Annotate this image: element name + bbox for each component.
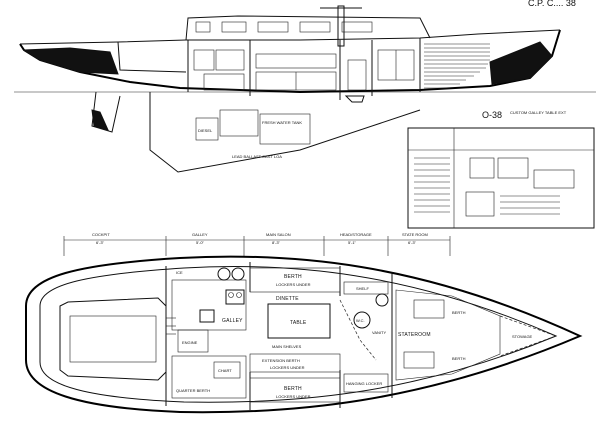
port-light — [195, 21, 211, 33]
section-name-head: HEAD/STORAGE — [340, 232, 372, 237]
engine-box-label: ENGINE — [182, 340, 198, 345]
bow-boot-stripe — [489, 41, 553, 85]
berth-bottom — [249, 377, 341, 403]
stove — [225, 289, 245, 305]
icebox-label: ICE — [176, 270, 183, 275]
galley-counter — [171, 279, 247, 331]
cockpit-sole — [69, 315, 157, 363]
lockers-bottom-label: LOCKERS UNDER — [276, 394, 311, 399]
section-dim-cockpit: 6'-3" — [96, 240, 105, 245]
shelf-head — [343, 281, 389, 295]
cockpit — [59, 297, 167, 381]
vanity-basin — [375, 293, 389, 307]
berth-fwd-bottom-label: BERTH — [452, 356, 466, 361]
v-berth — [395, 289, 501, 381]
head-label: W.C. — [356, 318, 365, 323]
drawing-title: O-38 — [482, 110, 502, 120]
inset-section-view — [407, 127, 595, 229]
fwd-locker — [403, 351, 435, 369]
engine-box — [195, 117, 219, 141]
cockpit-well — [117, 41, 187, 73]
galley-sink — [199, 309, 215, 323]
table-label: TABLE — [290, 320, 307, 326]
rudder — [91, 91, 121, 133]
sheer-line — [19, 29, 561, 45]
companionway-swing — [339, 299, 377, 361]
head-toilet — [353, 311, 371, 329]
profile-note-right: CUSTOM GALLEY TABLE EXT — [510, 110, 567, 115]
shelf-label: SHELF — [356, 286, 369, 291]
section-name-cockpit: COCKPIT — [92, 232, 110, 237]
section-dim-galley: 5'-0" — [196, 240, 205, 245]
dinette-label: DINETTE — [276, 296, 299, 302]
lockers-bottom-extension: LOCKERS UNDER — [270, 365, 305, 370]
corner-caption: C.P. C.... 38 — [528, 0, 576, 8]
stern-boot-stripe — [22, 47, 119, 75]
main-shelf-label: MAIN SHELVES — [272, 344, 302, 349]
icebox-lid — [231, 267, 245, 281]
burner-icon — [228, 292, 234, 298]
port-light — [341, 21, 373, 33]
bow-cabin-hatching — [424, 43, 490, 89]
section-dimension-strip: COCKPIT 6'-3" GALLEY 5'-0" MAIN SALON 8'… — [63, 232, 451, 256]
hanging-locker-label: HANGING LOCKER — [346, 381, 382, 386]
section-dim-head: 5'-1" — [348, 240, 357, 245]
rudder-heel — [91, 109, 109, 131]
chart-label: CHART — [218, 368, 232, 373]
galley-label: GALLEY — [222, 318, 243, 324]
hull-profile-view: DIESEL FRESH WATER TANK LEAD BALLAST CAS… — [14, 0, 596, 173]
dinette-table — [267, 303, 331, 339]
port-light — [221, 21, 247, 33]
inset-frame — [407, 127, 595, 229]
section-dim-main-salon: 8'-3" — [272, 240, 281, 245]
extension-berth — [249, 353, 341, 373]
engine-note: DIESEL — [198, 128, 213, 133]
interior-bulkheads — [187, 38, 421, 100]
water-tank-note: FRESH WATER TANK — [262, 120, 302, 125]
icebox-lid — [217, 267, 231, 281]
plan-hull-outline — [25, 255, 583, 414]
companionway-steps — [166, 317, 176, 335]
stowage-label: STOWAGE — [512, 334, 533, 339]
extension-berth-label: EXTENSION BERTH — [262, 358, 300, 363]
fwd-hatch — [413, 299, 445, 319]
ballast-box — [259, 113, 311, 145]
interior-furniture — [193, 49, 415, 103]
mast-step — [337, 5, 345, 47]
section-name-stateroom: STATE ROOM — [402, 232, 428, 237]
lockers-top-label: LOCKERS UNDER — [276, 282, 311, 287]
chart-table — [213, 361, 241, 379]
accommodation-plan-view: GALLEY ICE BERTH LOCKERS UNDER DINETTE T… — [25, 255, 583, 414]
berth-top — [249, 267, 341, 293]
burner-icon — [236, 292, 242, 298]
vanity-label: VANITY — [372, 330, 386, 335]
berth-top-label: BERTH — [284, 274, 302, 280]
hanging-locker — [343, 373, 389, 393]
stateroom-label: STATEROOM — [398, 332, 431, 338]
plan-deck-line — [39, 266, 558, 403]
section-name-galley: GALLEY — [192, 232, 208, 237]
cabin-trunk — [185, 15, 431, 41]
engine-box-plan — [177, 329, 209, 353]
port-light — [257, 21, 289, 33]
quarter-berth — [171, 355, 247, 399]
section-dim-stateroom: 6'-3" — [408, 240, 417, 245]
port-light — [299, 21, 331, 33]
keel-outline — [149, 92, 421, 173]
tank-box — [219, 109, 259, 137]
quarter-berth-label: QUARTER BERTH — [176, 388, 210, 393]
berth-fwd-top-label: BERTH — [452, 310, 466, 315]
section-name-main-salon: MAIN SALON — [266, 232, 291, 237]
keel-note: LEAD BALLAST CAST LOA — [232, 154, 282, 159]
berth-bottom-label: BERTH — [284, 386, 302, 392]
